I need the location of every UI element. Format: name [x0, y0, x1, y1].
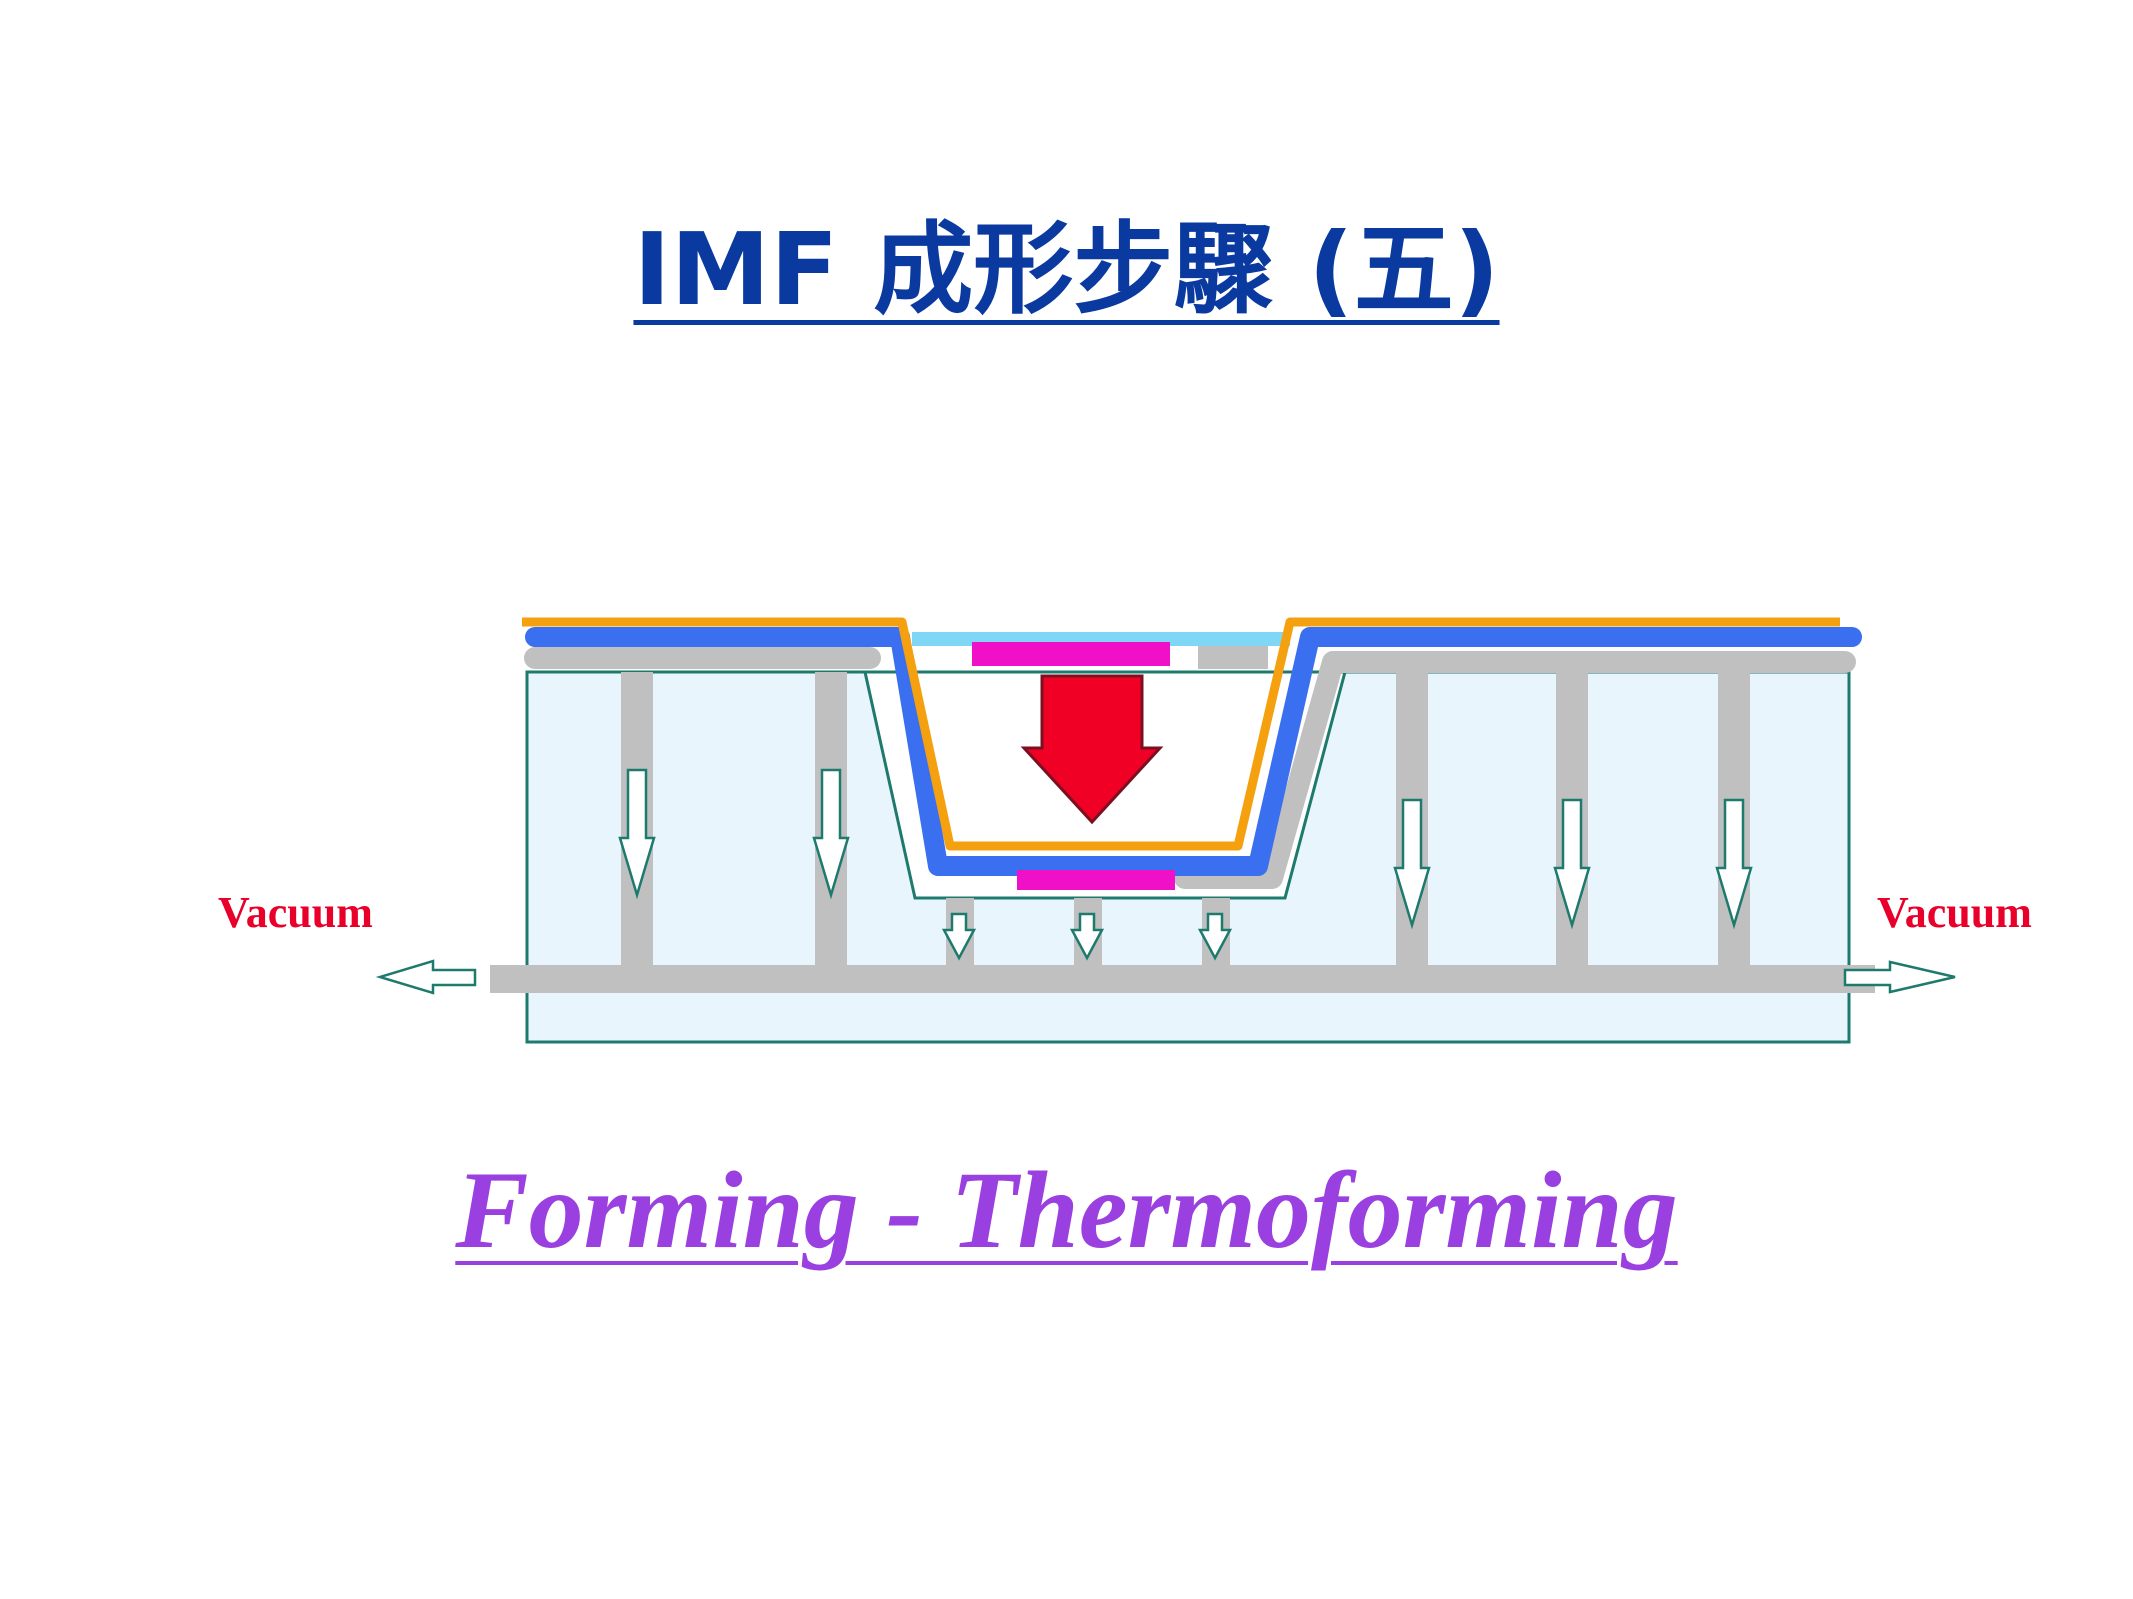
down-arrow-outline-icon: [1715, 798, 1753, 930]
down-arrow-icon: [1020, 674, 1164, 825]
blue-film: [525, 627, 1862, 876]
horizontal-arrow-outline-icon: [1843, 960, 1956, 994]
grey-film-segment: [1198, 645, 1268, 669]
slide-title-text: IMF 成形步驟 (五): [633, 211, 1500, 328]
vertical-vacuum-channels: [621, 672, 1750, 972]
down-arrow-outline-icon: [1069, 912, 1105, 961]
slide-title: IMF 成形步驟 (五): [0, 205, 2133, 335]
vacuum-label-right: Vacuum: [1877, 888, 2032, 937]
horizontal-arrow-outline-icon: [375, 959, 477, 995]
slide-caption-text: Forming - Thermoforming: [455, 1149, 1678, 1271]
down-arrow-outline-icon: [618, 768, 656, 900]
magenta-insert-top: [972, 642, 1170, 666]
down-arrow-outline-icon: [1553, 798, 1591, 930]
grey-film-right: [1174, 651, 1856, 889]
down-arrow-outline-icon: [1197, 912, 1233, 961]
vacuum-manifold: [490, 965, 1875, 993]
slide-caption: Forming - Thermoforming: [0, 1140, 2133, 1280]
magenta-insert-bottom: [1017, 870, 1175, 890]
orange-film: [522, 617, 1840, 851]
flow-arrows: [618, 768, 1753, 961]
vacuum-label-left: Vacuum: [218, 888, 373, 937]
down-arrow-outline-icon: [1393, 798, 1431, 930]
down-arrow-outline-icon: [941, 912, 977, 961]
down-arrow-outline-icon: [812, 768, 850, 900]
